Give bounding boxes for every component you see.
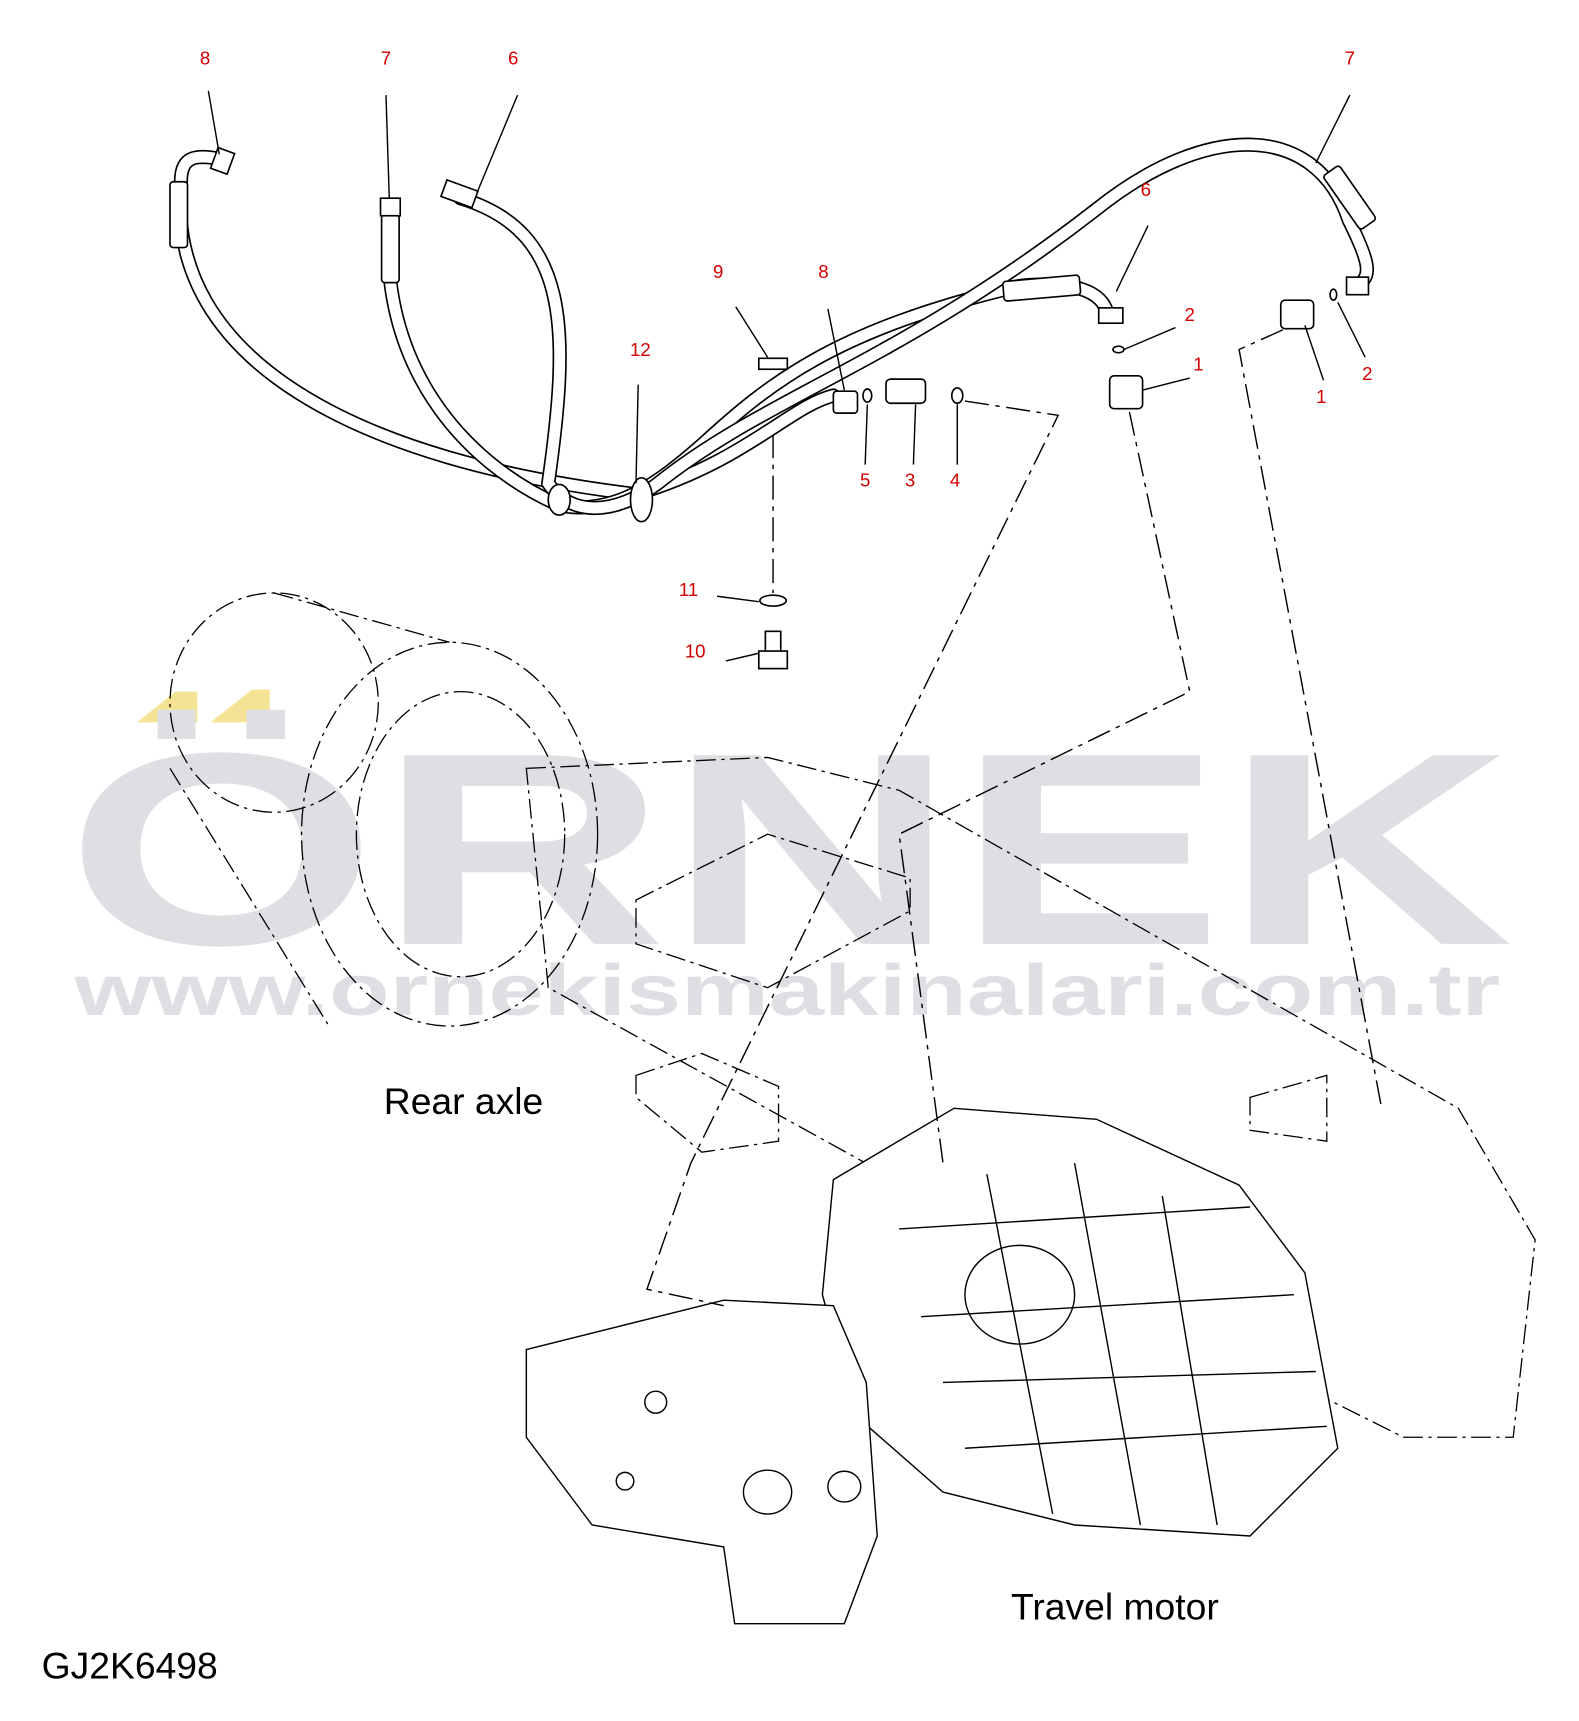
watermark: ÖRNEK www.ornekismakinalari.com.tr — [66, 689, 1513, 1031]
hoses — [169, 137, 1377, 523]
callout-2: 2 — [1362, 363, 1372, 384]
watermark-accent — [137, 691, 198, 723]
callout-6: 6 — [1141, 179, 1151, 200]
callout-1: 1 — [1316, 386, 1326, 407]
watermark-url: www.ornekismakinalari.com.tr — [73, 950, 1500, 1031]
diagram-id: GJ2K6498 — [42, 1645, 218, 1687]
callout-10: 10 — [685, 641, 706, 662]
callout-9: 9 — [713, 261, 723, 282]
watermark-accent — [210, 689, 270, 723]
callout-4: 4 — [950, 470, 960, 491]
travel-motor-label: Travel motor — [1011, 1585, 1219, 1627]
fittings — [757, 288, 1338, 670]
rear-axle-drawing — [169, 592, 1536, 1438]
callout-6: 6 — [508, 47, 518, 68]
callout-1: 1 — [1193, 353, 1203, 374]
callout-5: 5 — [860, 470, 870, 491]
callout-3: 3 — [905, 470, 915, 491]
watermark-brand: ÖRNEK — [66, 697, 1513, 1003]
callout-8: 8 — [200, 47, 210, 68]
callout-8: 8 — [818, 261, 828, 282]
assembly-lines — [646, 329, 1383, 1307]
callout-12: 12 — [630, 339, 651, 360]
travel-motor-drawing — [525, 1107, 1339, 1625]
rear-axle-label: Rear axle — [384, 1080, 543, 1122]
leader-lines — [207, 90, 1366, 662]
callout-7: 7 — [381, 47, 391, 68]
callout-7: 7 — [1345, 47, 1355, 68]
callouts: 8 7 6 7 6 9 8 12 2 1 1 2 5 3 4 11 10 — [200, 47, 1373, 661]
clamp-9 — [757, 357, 789, 371]
callout-11: 11 — [679, 579, 698, 600]
callout-2: 2 — [1185, 304, 1195, 325]
